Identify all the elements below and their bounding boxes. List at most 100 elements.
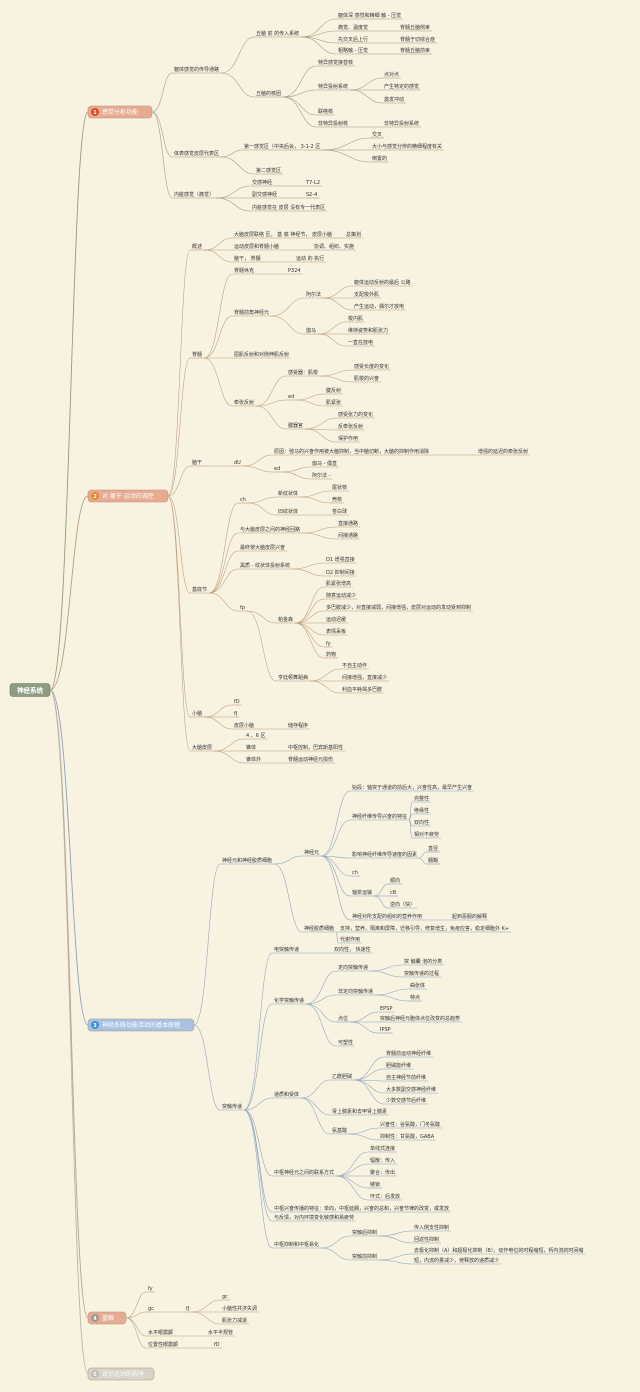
connector bbox=[242, 465, 273, 473]
connector bbox=[271, 297, 305, 317]
connector bbox=[151, 111, 173, 158]
connector bbox=[208, 532, 239, 594]
connector bbox=[295, 610, 325, 624]
connector bbox=[274, 855, 303, 865]
connector bbox=[373, 883, 389, 897]
connector bbox=[318, 333, 347, 347]
connector bbox=[350, 1021, 379, 1034]
map-node: fJ bbox=[234, 711, 237, 717]
map-node: 锥体 bbox=[246, 744, 256, 751]
map-node: 痛觉、温度觉 bbox=[338, 24, 368, 31]
map-node: 突 触囊 泡的分类 bbox=[404, 958, 442, 965]
connector bbox=[49, 689, 89, 1319]
branch-label: 感觉分析功能 bbox=[102, 108, 138, 116]
map-node: 原因：弛马的兴奋作用被大脑抑制，当中脑切断，大脑的抑制作用消除 bbox=[274, 448, 429, 455]
map-node: 小脑 bbox=[192, 710, 202, 717]
connector bbox=[49, 689, 89, 1026]
connector bbox=[216, 197, 251, 212]
connector bbox=[320, 855, 351, 897]
map-node: fD bbox=[214, 1342, 220, 1348]
connector bbox=[310, 668, 341, 682]
map-node: 内脏感觉在 皮层 没有专一代表区 bbox=[252, 204, 325, 211]
connector bbox=[214, 750, 245, 764]
connector bbox=[375, 994, 409, 1002]
map-node: 回返性抑制 bbox=[414, 1236, 439, 1243]
map-node: gc bbox=[222, 1294, 228, 1300]
map-node: 神经元和神经胶质细胞 bbox=[222, 857, 272, 864]
connector bbox=[323, 285, 353, 299]
map-node: 可塑性 bbox=[338, 1039, 353, 1046]
map-node: 基底节 bbox=[192, 586, 207, 593]
map-node: 逆向（快） bbox=[390, 901, 415, 908]
connector bbox=[167, 495, 191, 718]
map-node: 位置性眼震颤 bbox=[148, 1341, 178, 1348]
map-node: 壳核 bbox=[332, 496, 342, 503]
map-node: 链锁 bbox=[370, 1181, 380, 1188]
connector-lines bbox=[49, 18, 586, 1375]
map-node: 兴奋性：谷氨酸，门冬氨酸 bbox=[380, 1121, 440, 1128]
connector bbox=[321, 1235, 351, 1249]
connector bbox=[204, 716, 233, 730]
connector bbox=[125, 1317, 147, 1337]
map-node: 抑制性：甘氨酸，GABA bbox=[380, 1133, 435, 1140]
map-node: 肌梭的兴奋 bbox=[354, 375, 379, 382]
map-node: 躯体运动反射的最后 公路 bbox=[354, 279, 411, 286]
map-node: 少数交感节后纤维 bbox=[386, 1097, 426, 1104]
connector bbox=[295, 622, 325, 648]
connector bbox=[203, 273, 233, 359]
map-node: 体表感觉皮层代表区 bbox=[174, 150, 219, 157]
map-node: 脊髓丘脑侧束 bbox=[400, 24, 430, 31]
connector bbox=[193, 1024, 221, 1111]
map-node: fD bbox=[234, 699, 240, 705]
map-node: 脊髓运动神经元损伤 bbox=[288, 756, 333, 763]
connector bbox=[354, 1068, 385, 1081]
connector bbox=[379, 1235, 413, 1244]
connector bbox=[336, 1151, 369, 1177]
map-node: 储存程序 bbox=[288, 722, 308, 729]
map-node: 先交叉后上行 bbox=[338, 36, 368, 43]
map-node: 随意运动减少 bbox=[326, 592, 356, 599]
map-node: 乙酰胆碱 bbox=[332, 1073, 352, 1080]
map-node: 脊髓 bbox=[192, 351, 202, 358]
map-node: 氨基酸 bbox=[332, 1127, 347, 1134]
map-node: 帕金森 bbox=[278, 616, 293, 623]
map-node: 屈肌反射和对侧伸肌反射 bbox=[234, 351, 289, 358]
connector bbox=[243, 1109, 273, 1249]
map-node: 化学突触传递 bbox=[274, 997, 304, 1004]
map-node: 不自主动作 bbox=[342, 662, 367, 669]
map-node: fJ bbox=[186, 1306, 189, 1312]
map-node: 相对不疲劳 bbox=[414, 831, 439, 838]
connector bbox=[301, 1079, 331, 1099]
connector bbox=[373, 895, 389, 909]
map-node: 丘脑 前 的传入系统 bbox=[256, 30, 299, 37]
connector bbox=[301, 1097, 331, 1116]
branch-number: 4 bbox=[93, 1316, 97, 1322]
connector bbox=[256, 375, 287, 407]
map-node: 胆碱能纤维 bbox=[386, 1062, 411, 1069]
map-node: 聚合：传出 bbox=[370, 1169, 395, 1176]
map-node: gc bbox=[148, 1306, 154, 1312]
map-node: 非特异投射系统 bbox=[384, 120, 419, 127]
map-node: 脊髓前角神经元 bbox=[234, 309, 269, 316]
map-node: 药物 bbox=[326, 651, 336, 658]
connector bbox=[243, 1003, 273, 1111]
branch-box bbox=[87, 1018, 195, 1032]
connector bbox=[193, 863, 221, 1026]
map-node: 牵张反射 bbox=[234, 399, 254, 406]
connector bbox=[354, 1079, 385, 1094]
connector bbox=[208, 502, 239, 594]
map-node: fy bbox=[148, 1286, 153, 1292]
connector bbox=[320, 855, 351, 921]
map-node: 髓鞘 bbox=[428, 857, 438, 864]
connector bbox=[349, 1133, 379, 1141]
connector bbox=[379, 1253, 413, 1261]
connector bbox=[49, 689, 89, 1375]
connector bbox=[283, 96, 317, 128]
map-node: 突触传递的过程 bbox=[404, 970, 439, 977]
connector bbox=[221, 36, 255, 74]
map-node: ch bbox=[240, 497, 246, 503]
map-node: 肌紧张增高 bbox=[326, 580, 351, 587]
connector bbox=[167, 495, 191, 594]
connector bbox=[336, 1175, 369, 1201]
